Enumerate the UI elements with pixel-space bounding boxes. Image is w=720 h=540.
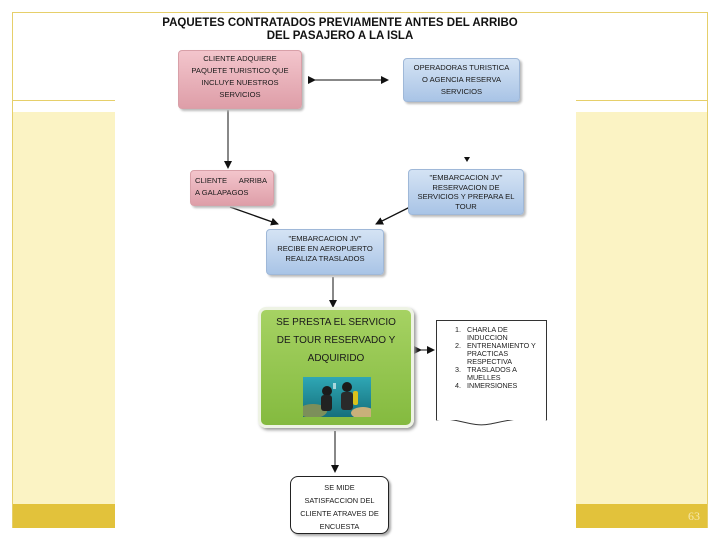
- activity-item: INMERSIONES: [463, 382, 543, 390]
- node-text: CLIENTE ADQUIERE: [203, 54, 277, 63]
- diagram-title: PAQUETES CONTRATADOS PREVIAMENTE ANTES D…: [140, 17, 540, 43]
- node-text: CLIENTE ARRIBA: [195, 176, 268, 185]
- node-cliente-adquiere: CLIENTE ADQUIERE PAQUETE TURISTICO QUE I…: [178, 50, 302, 109]
- node-embarcacion-reservacion: "EMBARCACION JV" RESERVACION DE SERVICIO…: [408, 169, 524, 215]
- node-text: ENCUESTA: [319, 522, 360, 531]
- node-text: INCLUYE NUESTROS: [201, 78, 279, 87]
- activity-item: TRASLADOS A MUELLES: [463, 366, 543, 382]
- node-text: "EMBARCACION JV": [429, 173, 503, 182]
- node-text: PAQUETE TURISTICO QUE: [191, 66, 289, 75]
- node-text: TOUR: [455, 201, 477, 211]
- node-text: SE PRESTA EL SERVICIO: [276, 317, 396, 328]
- node-text: SERVICIOS Y PREPARA EL: [417, 192, 515, 201]
- node-text: SERVICIOS: [219, 90, 261, 99]
- small-arrowhead: [464, 157, 470, 162]
- node-text: OPERADORAS TURISTICA: [413, 63, 510, 72]
- arrow-arriba-to-recibe: [229, 206, 279, 226]
- node-text: SE MIDE: [324, 483, 355, 492]
- node-text: ADQUIRIDO: [307, 353, 365, 364]
- node-embarcacion-recibe: "EMBARCACION JV" RECIBE EN AEROPUERTO RE…: [266, 229, 384, 275]
- node-text: "EMBARCACION JV": [288, 234, 362, 243]
- page-number: 63: [688, 509, 700, 523]
- node-satisfaccion: SE MIDE SATISFACCION DEL CLIENTE ATRAVES…: [290, 476, 389, 534]
- activity-item: ENTRENAMIENTO Y PRACTICAS RESPECTIVA: [463, 342, 543, 366]
- node-text: REALIZA TRASLADOS: [285, 254, 365, 263]
- node-text: RECIBE EN AEROPUERTO: [277, 244, 373, 253]
- divers-photo: [303, 377, 371, 417]
- node-text: SATISFACCION DEL: [304, 496, 375, 505]
- node-text: O AGENCIA RESERVA: [421, 75, 502, 84]
- node-text: SERVICIOS: [440, 87, 483, 96]
- activity-item: CHARLA DE INDUCCION: [463, 326, 543, 342]
- node-text: RESERVACION DE: [432, 182, 500, 192]
- title-line-1: PAQUETES CONTRATADOS PREVIAMENTE ANTES D…: [162, 17, 518, 29]
- title-line-2: DEL PASAJERO A LA ISLA: [266, 30, 414, 42]
- node-text: A GALAPAGOS: [195, 188, 249, 197]
- node-operadoras: OPERADORAS TURISTICA O AGENCIA RESERVA S…: [403, 58, 520, 102]
- node-text: CLIENTE ATRAVES DE: [300, 509, 379, 518]
- node-text: DE TOUR RESERVADO Y: [276, 335, 396, 346]
- activities-list: CHARLA DE INDUCCION ENTRENAMIENTO Y PRAC…: [436, 320, 547, 420]
- node-cliente-arriba: CLIENTE ARRIBA A GALAPAGOS: [190, 170, 274, 206]
